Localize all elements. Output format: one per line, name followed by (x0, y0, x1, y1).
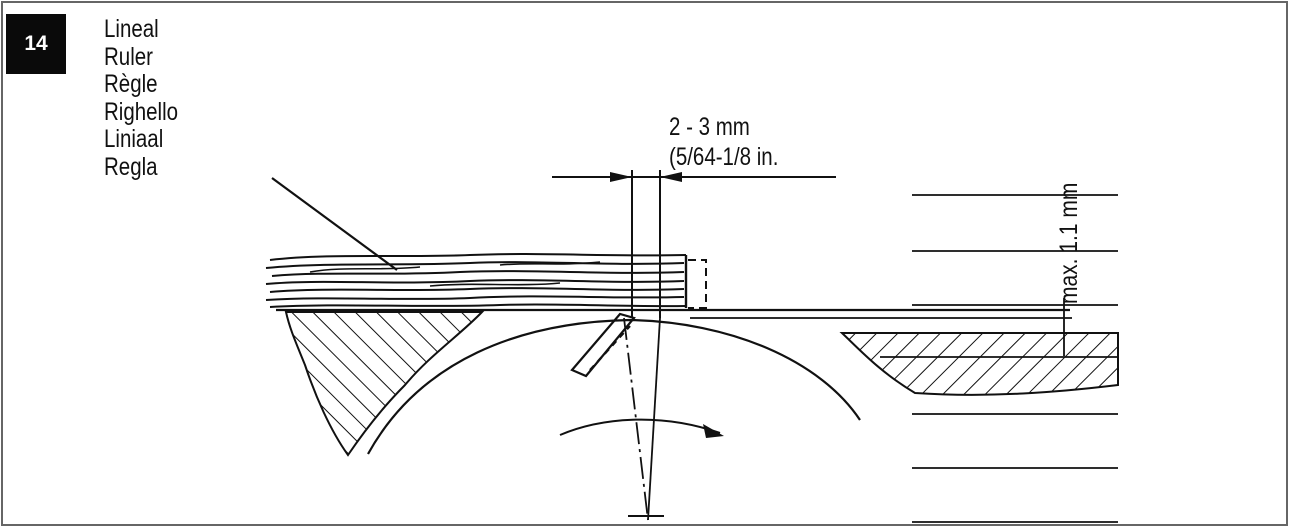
ruler (265, 253, 707, 309)
label-dutch: Liniaal (104, 125, 164, 153)
width-mm: 2 - 3 mm (669, 113, 750, 141)
figure-number-badge: 14 (6, 14, 66, 74)
height-scale-lines (912, 194, 1118, 523)
label-english: Ruler (104, 42, 153, 71)
label-spanish: Regla (104, 152, 158, 181)
label-french: Règle (104, 70, 158, 98)
blade-arc (367, 318, 861, 455)
label-leader-line (271, 177, 398, 271)
width-dimension (552, 170, 836, 318)
label-german: Lineal (104, 15, 159, 43)
width-dimension-label: 2 - 3 mm (5/64-1/8 in. (669, 112, 778, 172)
center-line-alt (647, 317, 661, 521)
ruler-label-list: Lineal Ruler Règle Righello Liniaal Regl… (104, 15, 194, 181)
height-dimension-label: max. 1.1 mm (1054, 183, 1082, 304)
center-line (623, 317, 649, 521)
rotation-arrow-arc (559, 418, 721, 436)
width-inch: (5/64-1/8 in. (669, 143, 779, 171)
label-italian: Righello (104, 97, 179, 126)
rotation-arrowhead (703, 424, 724, 438)
knife-tooth (570, 312, 636, 378)
table-left-section (284, 311, 485, 457)
table-right-section (839, 332, 1119, 396)
